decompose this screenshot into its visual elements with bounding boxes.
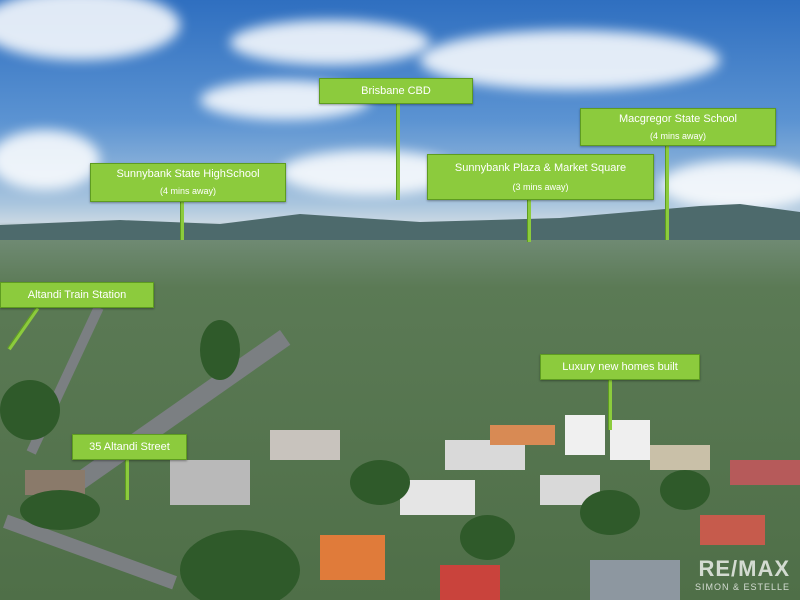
brisbane-cbd-pointer [396, 104, 400, 200]
altandi-station-callout: Altandi Train Station [0, 282, 154, 308]
tree [460, 515, 515, 560]
altandi-street-pointer [125, 460, 129, 500]
house-roof [565, 415, 605, 455]
sunnybank-high-time: (4 mins away) [159, 186, 216, 196]
house-roof [440, 565, 500, 600]
distant-hills [0, 204, 800, 240]
macgregor-pointer [665, 146, 669, 240]
house-roof [445, 440, 525, 470]
house-roof [730, 460, 800, 485]
altandi-station-label: Altandi Train Station [27, 289, 127, 301]
cloud [0, 130, 100, 190]
cloud [0, 0, 180, 60]
tree [0, 380, 60, 440]
house-roof [490, 425, 555, 445]
house-roof [320, 535, 385, 580]
tree [580, 490, 640, 535]
sunnybank-plaza-time: (3 mins away) [512, 182, 569, 192]
house-roof [590, 560, 680, 600]
house-roof [400, 480, 475, 515]
tree [20, 490, 100, 530]
luxury-homes-pointer [608, 380, 612, 430]
macgregor-label: Macgregor State School [618, 113, 737, 125]
house-roof [700, 515, 765, 545]
sunnybank-high-label: Sunnybank State HighSchool [116, 168, 260, 180]
remax-watermark: RE/MAX SIMON & ESTELLE [695, 556, 790, 592]
brisbane-cbd-label: Brisbane CBD [361, 85, 431, 97]
cloud [660, 160, 800, 210]
sunnybank-high-pointer [180, 202, 184, 240]
sunnybank-plaza-callout: Sunnybank Plaza & Market Square (3 mins … [427, 154, 654, 200]
luxury-homes-callout: Luxury new homes built [540, 354, 700, 380]
sunnybank-plaza-pointer [527, 200, 531, 242]
sunnybank-high-callout: Sunnybank State HighSchool (4 mins away) [90, 163, 286, 202]
remax-logo-text: RE/MAX [698, 556, 790, 581]
house-roof [270, 430, 340, 460]
altandi-street-label: 35 Altandi Street [89, 441, 170, 453]
tree [660, 470, 710, 510]
macgregor-callout: Macgregor State School (4 mins away) [580, 108, 776, 146]
tree [350, 460, 410, 505]
house-roof [650, 445, 710, 470]
altandi-street-callout: 35 Altandi Street [72, 434, 187, 460]
cloud [230, 20, 430, 65]
agent-name: SIMON & ESTELLE [694, 582, 790, 592]
tree [200, 320, 240, 380]
house-roof [610, 420, 650, 460]
brisbane-cbd-callout: Brisbane CBD [319, 78, 473, 104]
street [3, 514, 177, 590]
house-roof [170, 460, 250, 505]
altandi-station-pointer [7, 307, 40, 351]
macgregor-time: (4 mins away) [649, 131, 706, 141]
luxury-homes-label: Luxury new homes built [562, 361, 678, 373]
tree [180, 530, 300, 600]
sunnybank-plaza-label: Sunnybank Plaza & Market Square [454, 162, 627, 174]
